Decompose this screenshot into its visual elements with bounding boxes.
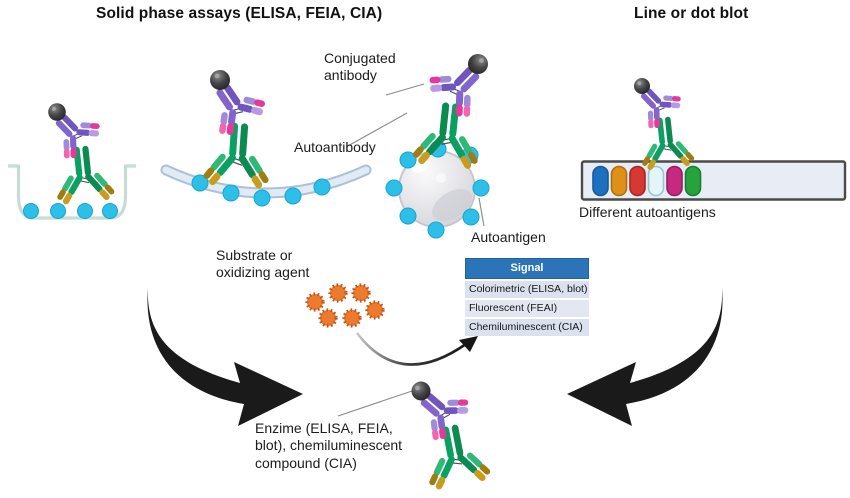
autoantigen-dot [313, 178, 331, 196]
well-autoantigen-dots [23, 203, 118, 219]
autoantigen-dot [222, 184, 240, 202]
autoantigen-dot [284, 187, 302, 205]
autoantigen-leader [478, 197, 485, 227]
autoantigen-dot [399, 151, 417, 169]
signal-table-row-chemiluminescent: Chemiluminescent (CIA) [465, 318, 589, 336]
enzyme-leader [337, 390, 413, 417]
antibody-complex-well [42, 101, 117, 207]
substrate-particle [328, 283, 348, 303]
blot-band-green [684, 165, 702, 197]
signal-arrowhead [459, 336, 478, 352]
antibody-complex-strip [628, 76, 696, 172]
autoantigen-dot [50, 203, 66, 219]
curved-arrow-right [567, 287, 723, 426]
blot-band-red [629, 165, 646, 197]
substrate-particle [365, 300, 385, 320]
autoantigen-dot [427, 221, 445, 239]
autoantigen-dot [399, 207, 417, 225]
signal-table-row-colorimetric: Colorimetric (ELISA, blot) [465, 280, 589, 298]
arc-autoantigen-dots [191, 174, 331, 207]
signal-table-header: Signal [465, 258, 589, 279]
different-autoantigens-label: Different autoantigens [579, 204, 716, 220]
substrate-particle [318, 308, 338, 328]
blot-band-orange [610, 165, 628, 197]
signal-arrow [355, 332, 478, 366]
autoantigen-dot [385, 179, 403, 197]
substrate-particle [305, 292, 325, 312]
curved-arrow-left [147, 287, 303, 426]
conjugated-antibody-label: Conjugated antibody [324, 50, 396, 84]
autoantigen-dot [77, 203, 93, 219]
autoantibody-leader [345, 112, 408, 148]
substrate-particle [342, 308, 362, 328]
blot-strip [580, 160, 847, 201]
signal-table: Signal Colorimetric (ELISA, blot) Fluore… [465, 258, 589, 336]
autoantibody-label: Autoantibody [294, 139, 376, 155]
substrate-particle [351, 283, 371, 303]
bead-autoantigen-dots [385, 140, 490, 239]
autoantigen-dot [102, 203, 118, 219]
autoantigen-label: Autoantigen [471, 229, 546, 245]
substrate-particles [305, 283, 385, 328]
microplate-well [8, 164, 136, 220]
autoantigen-dot [472, 179, 490, 197]
leader-lines [337, 83, 485, 417]
enzyme-label: Enzime (ELISA, FEIA, blot), chemilumines… [255, 420, 403, 471]
antibody-complex-enzyme [404, 373, 495, 494]
conjugated-antibody-leader [385, 83, 425, 96]
blot-band-pale [647, 165, 665, 197]
autoantigen-dot [23, 203, 39, 219]
substrate-label: Substrate or oxidizing agent [216, 247, 310, 281]
bead [398, 150, 476, 228]
autoantigen-dot [253, 189, 271, 207]
autoantigen-dot [462, 208, 480, 226]
left-panel-title: Solid phase assays (ELISA, FEIA, CIA) [96, 5, 383, 22]
right-panel-title: Line or dot blot [634, 5, 749, 22]
signal-table-row-fluorescent: Fluorescent (FEAI) [465, 299, 589, 317]
blot-band-blue [592, 165, 609, 197]
blot-band-magenta [666, 165, 683, 197]
autoantigen-dot [191, 174, 209, 192]
